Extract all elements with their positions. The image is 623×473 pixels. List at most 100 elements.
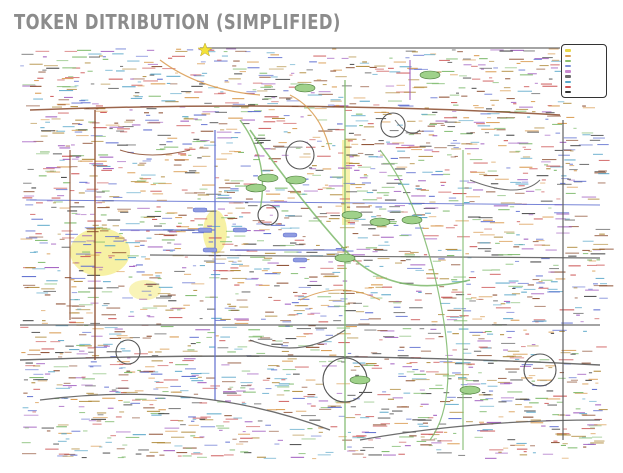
pathway-label-mark bbox=[226, 128, 238, 130]
pathway-label-mark bbox=[252, 335, 264, 337]
pathway-label-mark bbox=[437, 249, 442, 251]
pathway-label-mark bbox=[191, 85, 203, 87]
pathway-label-mark bbox=[232, 261, 237, 263]
pathway-label-mark bbox=[229, 386, 234, 388]
pathway-label-mark bbox=[178, 214, 187, 216]
pathway-label-mark bbox=[570, 150, 574, 152]
pathway-label-mark bbox=[350, 184, 366, 186]
pathway-label-mark bbox=[169, 336, 179, 338]
pathway-label-mark bbox=[239, 216, 244, 218]
pathway-label-mark bbox=[372, 234, 380, 236]
pathway-label-mark bbox=[189, 336, 199, 338]
pathway-label-mark bbox=[453, 104, 459, 106]
pathway-label-mark bbox=[590, 253, 606, 255]
pathway-label-mark bbox=[105, 142, 119, 144]
pathway-label-mark bbox=[389, 71, 401, 73]
pathway-label-mark bbox=[531, 93, 541, 95]
pathway-label-mark bbox=[534, 244, 546, 246]
pathway-label-mark bbox=[448, 200, 459, 202]
pathway-label-mark bbox=[418, 180, 426, 182]
pathway-label-mark bbox=[555, 278, 566, 280]
pathway-label-mark bbox=[598, 159, 610, 161]
pathway-label-mark bbox=[337, 267, 347, 269]
pathway-label-mark bbox=[541, 244, 551, 246]
pathway-label-mark bbox=[245, 198, 253, 200]
pathway-label-mark bbox=[462, 363, 469, 365]
pathway-line bbox=[379, 149, 449, 441]
star-marker bbox=[197, 42, 213, 57]
pathway-label-mark bbox=[538, 287, 549, 289]
pathway-label-mark bbox=[539, 65, 549, 67]
pathway-label-mark bbox=[499, 90, 511, 92]
pathway-label-mark bbox=[384, 358, 389, 360]
pathway-label-mark bbox=[104, 386, 109, 388]
pathway-label-mark bbox=[444, 121, 457, 123]
pathway-label-mark bbox=[33, 140, 44, 142]
pathway-label-mark bbox=[482, 269, 493, 271]
pathway-label-mark bbox=[278, 142, 287, 144]
pathway-label-mark bbox=[65, 77, 80, 79]
pathway-label-mark bbox=[163, 379, 179, 381]
pathway-label-mark bbox=[90, 83, 95, 85]
pathway-label-mark bbox=[224, 80, 229, 82]
pathway-label-mark bbox=[108, 255, 115, 257]
pathway-label-mark bbox=[163, 146, 179, 148]
pathway-label-mark bbox=[393, 302, 401, 304]
pathway-label-mark bbox=[228, 202, 244, 204]
pathway-label-mark bbox=[375, 206, 383, 208]
pathway-label-mark bbox=[464, 187, 469, 189]
pathway-label-mark bbox=[536, 175, 549, 177]
pathway-label-mark bbox=[290, 242, 297, 244]
pathway-label-mark bbox=[62, 158, 71, 160]
pathway-label-mark bbox=[100, 50, 115, 52]
pathway-label-mark bbox=[197, 382, 207, 384]
pathway-label-mark bbox=[296, 251, 302, 253]
pathway-label-mark bbox=[159, 223, 166, 225]
pathway-label-mark bbox=[598, 409, 608, 411]
pathway-label-mark bbox=[329, 194, 343, 196]
pathway-label-mark bbox=[191, 283, 205, 285]
pathway-label-mark bbox=[420, 403, 429, 405]
pathway-label-mark bbox=[466, 132, 473, 134]
pathway-label-mark bbox=[287, 354, 294, 356]
pathway-label-mark bbox=[466, 421, 473, 423]
pathway-label-mark bbox=[309, 276, 318, 278]
pathway-label-mark bbox=[388, 301, 402, 303]
pathway-label-mark bbox=[307, 394, 316, 396]
pathway-label-mark bbox=[426, 142, 431, 144]
pathway-label-mark bbox=[447, 249, 462, 251]
pathway-label-mark bbox=[533, 320, 547, 322]
pathway-label-mark bbox=[146, 455, 155, 457]
pathway-label-mark bbox=[87, 347, 94, 349]
pathway-label-mark bbox=[507, 350, 520, 352]
pathway-label-mark bbox=[347, 352, 352, 354]
pathway-label-mark bbox=[479, 67, 492, 69]
pathway-label-mark bbox=[57, 424, 69, 426]
pathway-label-mark bbox=[561, 175, 567, 177]
pathway-label-mark bbox=[489, 273, 501, 275]
pathway-label-mark bbox=[529, 402, 539, 404]
pathway-label-mark bbox=[33, 98, 43, 100]
pathway-label-mark bbox=[471, 297, 477, 299]
pathway-label-mark bbox=[259, 72, 268, 74]
pathway-line bbox=[249, 329, 346, 349]
pathway-label-mark bbox=[438, 314, 445, 316]
pathway-label-mark bbox=[480, 68, 484, 70]
pathway-label-mark bbox=[191, 420, 195, 422]
pathway-label-mark bbox=[505, 78, 511, 80]
pathway-label-mark bbox=[495, 307, 511, 309]
pathway-label-mark bbox=[141, 290, 152, 292]
pathway-label-mark bbox=[345, 67, 355, 69]
pathway-label-mark bbox=[590, 134, 604, 136]
pathway-label-mark bbox=[194, 172, 200, 174]
pathway-label-mark bbox=[103, 303, 110, 305]
pathway-label-mark bbox=[360, 417, 370, 419]
pathway-label-mark bbox=[417, 419, 432, 421]
pathway-label-mark bbox=[215, 262, 225, 264]
pathway-label-mark bbox=[352, 233, 359, 235]
pathway-label-mark bbox=[136, 271, 145, 273]
pathway-label-mark bbox=[377, 330, 388, 332]
pathway-label-mark bbox=[387, 175, 403, 177]
pathway-label-mark bbox=[226, 236, 230, 238]
pathway-label-mark bbox=[551, 60, 565, 62]
